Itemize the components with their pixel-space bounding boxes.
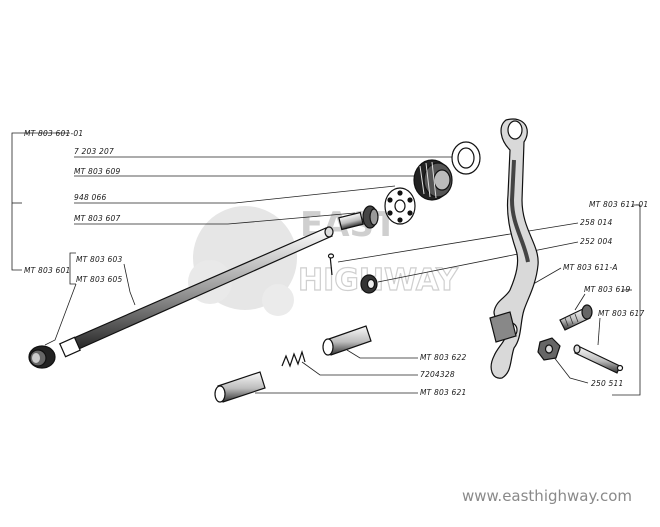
bolt-part [559, 304, 593, 331]
label-small-pin: 258 014 [580, 218, 612, 227]
left-brackets [11, 132, 76, 285]
bushing-part [28, 345, 56, 369]
watermark-line2: HIGHWAY [298, 263, 459, 298]
label-pedal-arm: MT 803 611-A [563, 263, 618, 272]
pedal-arm-part [489, 118, 539, 379]
label-lower-roller: MT 803 621 [420, 388, 466, 397]
label-assembly-outer: MT 803 601-01 [24, 129, 83, 138]
label-bushing: MT 803 605 [76, 275, 122, 284]
label-upper-roller: MT 803 622 [420, 353, 466, 362]
label-bolt: MT 803 619 [584, 285, 630, 294]
label-pedal-assembly: MT 803 611-01 [589, 200, 648, 209]
nut-part [537, 337, 561, 361]
bearing-ring-part [451, 141, 481, 175]
upper-roller-part [322, 325, 372, 356]
label-bearing-ring: 7 203 207 [74, 147, 114, 156]
label-assembly-inner: MT 803 601 [24, 266, 70, 275]
label-spring: 7204328 [420, 370, 455, 379]
label-ball-race: 948 066 [74, 193, 106, 202]
long-pin-part [573, 344, 624, 374]
watermark: EAST HIGHWAY [188, 205, 460, 316]
label-nut: 250 511 [591, 379, 623, 388]
label-shaft-gear: MT 803 607 [74, 214, 120, 223]
label-washer: 252 004 [580, 237, 612, 246]
ball-race-part [384, 187, 416, 225]
shaft-part [58, 226, 334, 358]
label-shaft: MT 803 603 [76, 255, 122, 264]
lower-roller-part [214, 371, 266, 403]
shaft-gear-part [338, 205, 379, 231]
gear-ring-part [413, 159, 453, 201]
leader-lines [44, 156, 641, 396]
washer-part [360, 274, 378, 294]
spring-part [281, 350, 306, 368]
label-long-pin: MT 803 617 [598, 309, 644, 318]
label-gear-ring: MT 803 609 [74, 167, 120, 176]
website-url: www.easthighway.com [462, 487, 632, 505]
small-pin-part [327, 253, 335, 276]
